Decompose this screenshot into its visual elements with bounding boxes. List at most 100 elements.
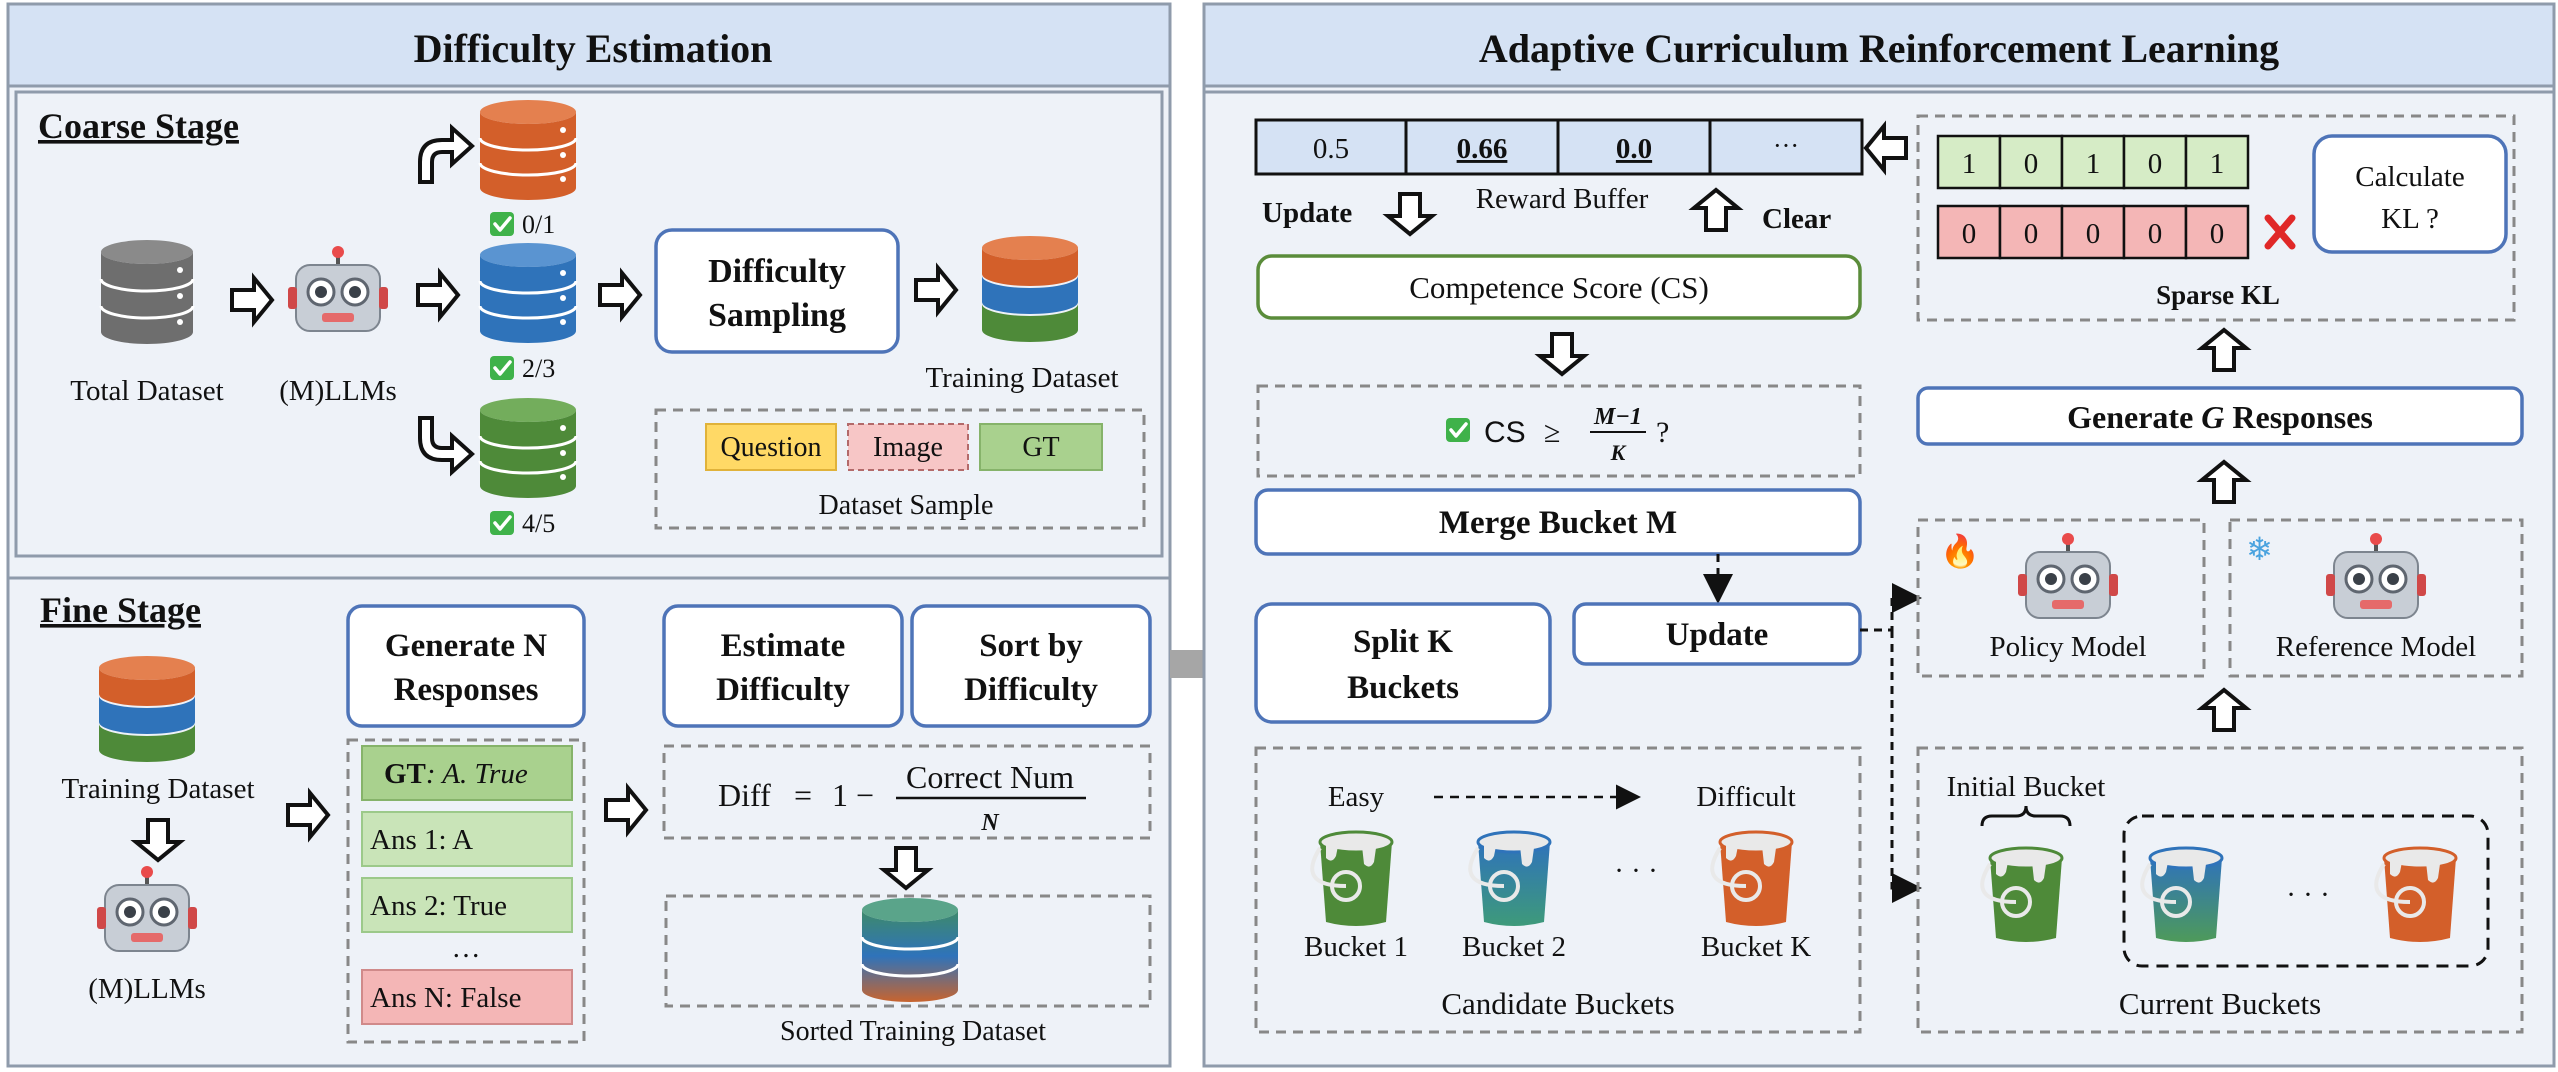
estimate-line2: Difficulty [716, 672, 850, 708]
answer-1-text: Ans 1: A [370, 824, 473, 856]
current-buckets-box [1916, 746, 2524, 1034]
total-dataset-db-icon [99, 240, 195, 344]
difficult-label: Difficult [1696, 781, 1795, 813]
curved-arrow-up-icon [418, 123, 475, 184]
check-icon [488, 509, 516, 537]
left-panel: Difficulty Estimation Coarse Stage Total… [6, 2, 1172, 1068]
difficulty-sampling-line1: Difficulty [708, 253, 846, 290]
fine-stage-label: Fine Stage [40, 590, 201, 630]
cs-condition-box [1256, 384, 1862, 478]
cs-condition-den: K [1610, 440, 1627, 465]
check-icon [488, 210, 516, 238]
answer-row-n [361, 969, 573, 1025]
answer-ellipsis: … [452, 932, 481, 964]
easy-label: Easy [1328, 781, 1385, 813]
connector-update-policy [1860, 583, 1922, 632]
diff-eq: = [794, 777, 812, 813]
training-dataset-label: Training Dataset [925, 362, 1118, 394]
difficulty-sampling-box [654, 228, 900, 354]
answer-2-text: Ans 2: True [370, 890, 507, 922]
reference-model-label: Reference Model [2276, 631, 2476, 663]
kl-wrong-4: 0 [2148, 218, 2163, 250]
buffer-cell-3 [1556, 118, 1712, 176]
snowflake-icon: ❄ [2246, 531, 2273, 567]
left-header [6, 2, 1172, 88]
buffer-val-1: 0.5 [1313, 133, 1349, 165]
diff-formula-box [662, 744, 1152, 840]
merge-bucket-box [1254, 488, 1862, 556]
right-header [1202, 2, 2556, 88]
connector-update-current [1890, 630, 1922, 903]
fire-icon: 🔥 [1940, 533, 1980, 569]
kl-correct-row [1936, 134, 2250, 190]
sparse-kl-box [1916, 114, 2516, 322]
responses-box [346, 738, 586, 1044]
bucket-2-icon [1468, 830, 1552, 926]
fine-training-db-icon [99, 656, 195, 762]
sparse-kl-label: Sparse KL [2156, 280, 2280, 310]
kl-wrong-1: 0 [1962, 218, 1977, 250]
buffer-val-4: ··· [1773, 131, 1799, 160]
coarse-stage-panel [14, 90, 1164, 558]
sorted-dataset-db-icon [860, 898, 960, 1002]
training-dataset-db-icon [982, 236, 1078, 342]
buffer-cell-2 [1404, 118, 1560, 176]
policy-model-box [1916, 518, 2206, 678]
current-bucket-k-icon [2374, 846, 2458, 942]
check-icon [1444, 416, 1472, 444]
policy-model-label: Policy Model [1989, 631, 2146, 663]
gt-label: GT [1022, 432, 1059, 463]
diff-denominator: N [980, 810, 1000, 836]
competence-score-label: Competence Score (CS) [1409, 270, 1709, 305]
generate-g-label: Generate G Responses [2067, 399, 2373, 435]
dataset-sample-box [654, 408, 1146, 530]
kl-wrong-5: 0 [2210, 218, 2225, 250]
difficulty-sampling-line2: Sampling [708, 297, 846, 334]
kl-correct-4: 0 [2148, 148, 2163, 180]
diff-one: 1 [832, 777, 848, 813]
sort-difficulty-box [910, 604, 1152, 728]
bucket-k-icon [1710, 830, 1794, 926]
initial-bucket-icon [1980, 846, 2064, 942]
clear-label: Clear [1762, 203, 1831, 235]
kl-wrong-3: 0 [2086, 218, 2101, 250]
calc-kl-line2: KL ? [2381, 203, 2439, 235]
diff-numerator: Correct Num [906, 759, 1074, 795]
calc-kl-line1: Calculate [2355, 161, 2465, 193]
left-title: Difficulty Estimation [414, 26, 773, 71]
generate-g-box [1916, 386, 2524, 446]
sorted-dataset-label: Sorted Training Dataset [780, 1016, 1046, 1047]
gt-answer-text: GT: A. True [384, 758, 528, 790]
bucket-2-label: Bucket 2 [1462, 931, 1566, 963]
db-blue-icon [478, 243, 578, 343]
sorted-dataset-box [664, 894, 1152, 1008]
right-title: Adaptive Curriculum Reinforcement Learni… [1479, 26, 2279, 71]
bucket-ellipsis: · · · [1614, 855, 1657, 887]
current-buckets-label: Current Buckets [2119, 986, 2321, 1021]
current-bucket-2-icon [2140, 846, 2224, 942]
image-chip [847, 423, 969, 471]
kl-correct-3: 1 [2086, 148, 2101, 180]
cross-icon [2264, 214, 2296, 250]
estimate-line1: Estimate [721, 628, 846, 664]
current-bucket-ellipsis: · · · [2286, 879, 2329, 911]
dataset-sample-label: Dataset Sample [819, 490, 994, 521]
diff-label: Diff [718, 777, 771, 813]
score-4-5: 4/5 [522, 509, 555, 538]
estimate-difficulty-box [662, 604, 904, 728]
cs-condition-cs: CS [1484, 416, 1526, 449]
reference-model-box [2228, 518, 2524, 678]
gt-chip [979, 423, 1103, 471]
coarse-stage-label: Coarse Stage [38, 106, 239, 146]
cs-condition-geq: ≥ [1544, 416, 1560, 449]
db-green-icon [478, 398, 578, 498]
kl-correct-1: 1 [1962, 148, 1977, 180]
answer-n-text: Ans N: False [370, 982, 521, 1014]
answer-row-2 [361, 877, 573, 933]
sort-line2: Difficulty [964, 672, 1098, 708]
pending-buckets-box [2122, 814, 2490, 968]
generate-n-box [346, 604, 586, 728]
db-orange-icon [478, 100, 578, 200]
buffer-val-2: 0.66 [1457, 133, 1508, 165]
